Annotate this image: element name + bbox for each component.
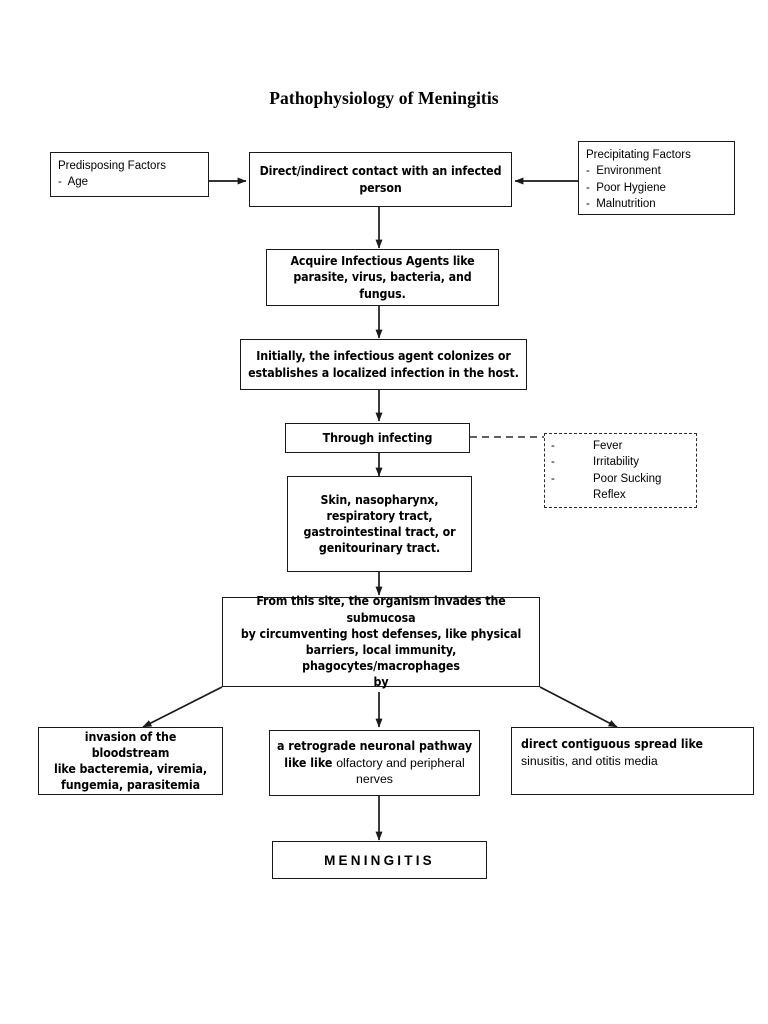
node-contiguous-spread: direct contiguous spread like sinusitis,… — [511, 727, 754, 795]
node-submucosa-invasion: From this site, the organism invades the… — [222, 594, 540, 690]
contiguous-line-1: direct contiguous spread like — [521, 737, 704, 751]
symptom-text-0: Fever — [593, 440, 623, 452]
symptom-bullet-0: - — [551, 440, 555, 452]
sites-line-3: gastrointestinal tract, or — [303, 525, 456, 539]
meningitis-label: MENINGITIS — [324, 852, 435, 868]
submucosa-line-2: by circumventing host defenses, like phy… — [240, 626, 522, 641]
symptom-continuation: Reflex — [593, 488, 626, 501]
acquire-line-2: parasite, virus, bacteria, and fungus. — [293, 270, 472, 301]
bloodstream-line-3: fungemia, parasitemia — [61, 778, 200, 793]
neuronal-light-2: olfactory and peripheral — [336, 755, 465, 770]
symptom-text-2: Poor Sucking — [593, 472, 662, 485]
arrow-submucosa-to-contiguous — [539, 686, 618, 728]
submucosa-line-4: by — [373, 675, 389, 690]
arrow-submucosa-to-bloodstream — [142, 686, 223, 728]
predisposing-heading: Predisposing Factors — [58, 160, 167, 172]
page-title-text: Pathophysiology of Meningitis — [269, 88, 499, 108]
colonize-line-1: Initially, the infectious agent colonize… — [256, 349, 511, 364]
symptom-bullet-2: - — [551, 472, 555, 485]
symptom-item-0: - Fever — [551, 438, 690, 454]
contact-line-1: Direct/indirect contact with an infected — [259, 164, 502, 179]
sites-line-2: respiratory tract, — [326, 508, 433, 523]
symptoms-list: - Fever - Irritability - Poor Sucking Re… — [551, 438, 690, 503]
precipitating-item-1: - Poor Hygiene — [586, 181, 666, 194]
node-precipitating-factors: Precipitating Factors - Environment - Po… — [578, 141, 735, 215]
sites-line-4: genitourinary tract. — [318, 541, 441, 556]
neuronal-strong-1: a retrograde neuronal pathway — [276, 739, 473, 754]
precipitating-heading: Precipitating Factors — [586, 149, 691, 161]
page-title: Pathophysiology of Meningitis — [0, 88, 768, 109]
symptom-item-2: - Poor Sucking — [551, 471, 690, 487]
node-acquire-agents: Acquire Infectious Agents like parasite,… — [266, 249, 499, 306]
precipitating-item-2: - Malnutrition — [586, 197, 656, 210]
through-infecting-line-1: Through infecting — [322, 430, 433, 445]
submucosa-line-1: From this site, the organism invades the… — [256, 594, 506, 625]
neuronal-line-1: a retrograde neuronal pathway — [276, 738, 473, 754]
node-bloodstream-invasion: invasion of the bloodstream like bactere… — [38, 727, 223, 795]
node-meningitis-outcome: MENINGITIS — [272, 841, 487, 879]
node-initial-colonization: Initially, the infectious agent colonize… — [240, 339, 527, 390]
bloodstream-line-2: like bacteremia, viremia, — [54, 762, 207, 776]
node-neuronal-pathway: a retrograde neuronal pathway like like … — [269, 730, 480, 796]
symptom-item-1: - Irritability — [551, 454, 690, 470]
node-through-infecting: Through infecting — [285, 423, 470, 453]
neuronal-line-2: like like olfactory and peripheral — [276, 755, 473, 771]
precipitating-item-0: - Environment — [586, 165, 661, 178]
submucosa-line-3: barriers, local immunity, phagocytes/mac… — [302, 643, 460, 674]
node-direct-contact: Direct/indirect contact with an infected… — [249, 152, 512, 207]
sites-line-1: Skin, nasopharynx, — [320, 492, 439, 507]
neuronal-line-3: nerves — [356, 772, 393, 787]
acquire-line-1: Acquire Infectious Agents like — [290, 254, 475, 269]
colonize-line-2: establishes a localized infection in the… — [248, 365, 519, 380]
contiguous-line-2: sinusitis, and otitis media — [521, 753, 658, 768]
node-symptoms-callout: - Fever - Irritability - Poor Sucking Re… — [544, 433, 697, 508]
node-predisposing-factors: Predisposing Factors - Age — [50, 152, 209, 197]
symptom-bullet-1: - — [551, 456, 555, 469]
bloodstream-line-1: invasion of the bloodstream — [84, 729, 177, 760]
neuronal-strong-2: like like — [284, 755, 337, 770]
symptom-text-1: Irritability — [593, 456, 640, 469]
node-entry-sites: Skin, nasopharynx, respiratory tract, ga… — [287, 476, 472, 572]
contact-line-2: person — [359, 180, 402, 195]
predisposing-item-0: - Age — [58, 176, 89, 189]
